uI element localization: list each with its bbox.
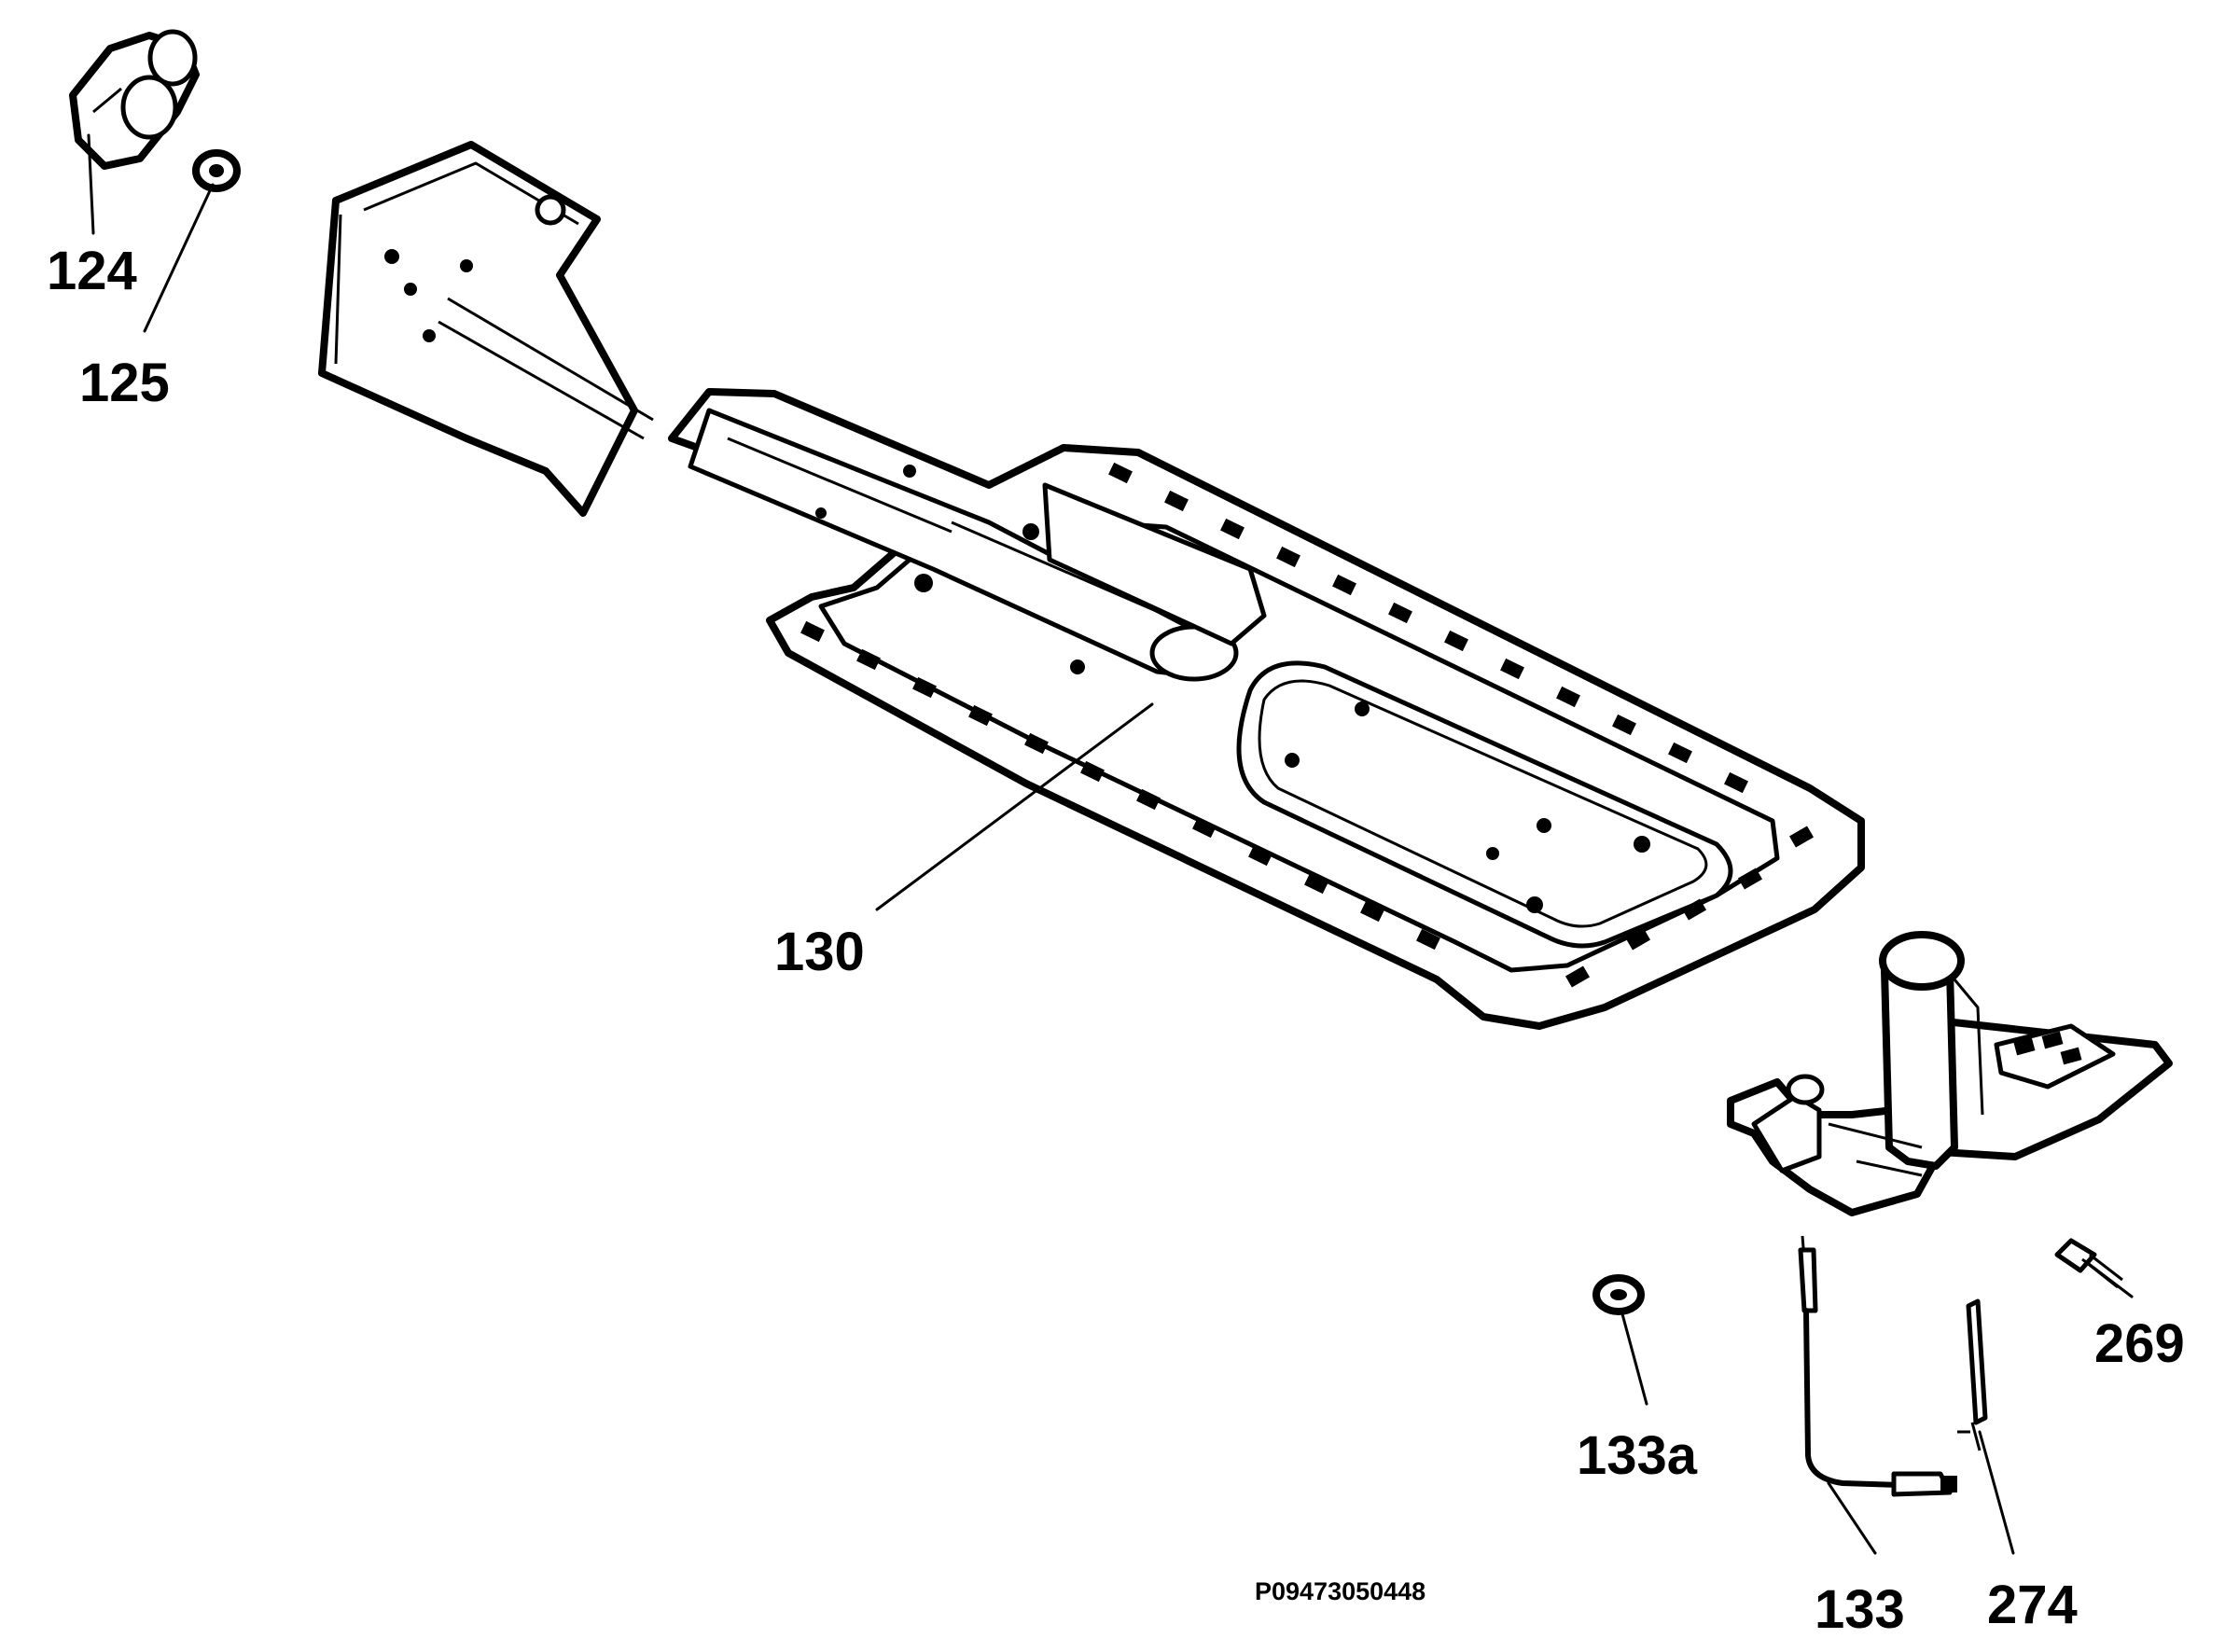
part-125-cap xyxy=(192,149,241,192)
part-133a-washer xyxy=(1592,1274,1645,1315)
label-130: 130 xyxy=(774,922,865,982)
leader-124 xyxy=(87,133,95,235)
leader-lines xyxy=(87,133,2134,1555)
leader-130 xyxy=(875,702,1154,911)
igniter-bracket xyxy=(1727,931,2173,1216)
leader-274 xyxy=(1978,1430,2015,1555)
part-274-electrode xyxy=(1957,1298,1988,1451)
label-124: 124 xyxy=(47,241,137,301)
label-133: 133 xyxy=(1815,1579,1905,1640)
label-125: 125 xyxy=(79,353,170,413)
part-124-connector xyxy=(69,29,200,170)
leader-269 xyxy=(2083,1259,2134,1298)
part-labels: 124 125 130 133a 133 274 269 P0947305044… xyxy=(47,241,2185,1640)
part-130-burner-assembly xyxy=(318,141,1865,1030)
part-133-thermocouple xyxy=(1798,1235,1957,1497)
label-133a: 133a xyxy=(1577,1425,1698,1486)
leader-133a xyxy=(1620,1309,1648,1406)
leader-125 xyxy=(143,183,215,333)
burner-port-notches xyxy=(800,462,1815,988)
reference-code: P09473050448 xyxy=(1255,1577,1425,1605)
leader-133 xyxy=(1827,1481,1877,1555)
label-274: 274 xyxy=(1987,1575,2078,1635)
label-269: 269 xyxy=(2094,1313,2185,1374)
